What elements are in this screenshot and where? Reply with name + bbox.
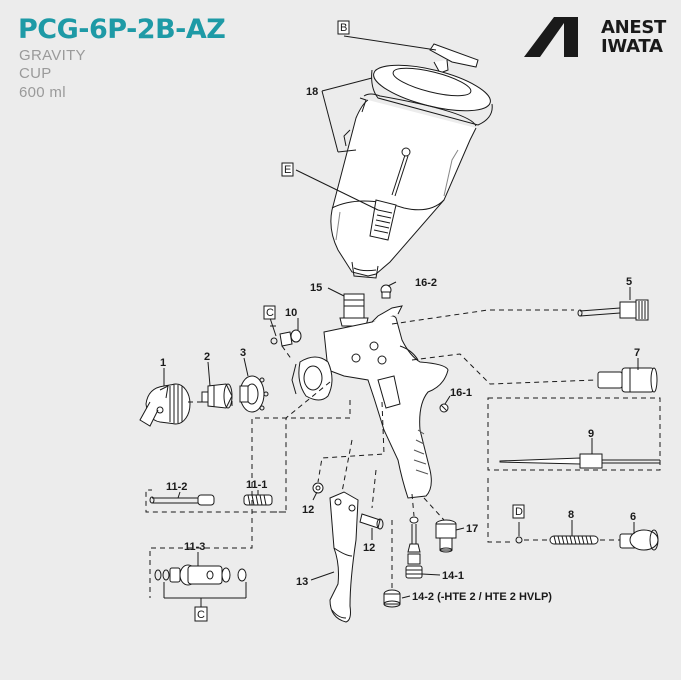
part-1-air-cap: [139, 383, 191, 427]
part-2-fluid-nozzle: [201, 383, 233, 409]
label-12-b: 12: [363, 542, 375, 554]
brand-line1: ANEST: [601, 17, 667, 38]
cup-capacity: 600 ml: [19, 84, 66, 101]
part-11-1-spring: [243, 494, 273, 506]
part-9-fluid-needle: [499, 453, 660, 469]
part-12-nut: [312, 482, 324, 494]
cup-filter-part: [369, 147, 411, 241]
cup-lid-part: [371, 43, 493, 126]
label-18: 18: [306, 86, 318, 98]
gun-body-part: [291, 305, 449, 499]
label-17: 17: [466, 523, 478, 535]
label-3: 3: [240, 347, 246, 359]
label-2: 2: [204, 351, 210, 363]
leader-lines: [163, 35, 639, 608]
label-14-2: 14-2 (-HTE 2 / HTE 2 HVLP): [412, 591, 552, 603]
label-11-1: 11-1: [246, 479, 267, 491]
part-6-knob: [619, 529, 659, 551]
assembly-dashed-lines: [145, 309, 661, 598]
part-11-3-valve: [154, 564, 247, 586]
part-5-fluid-adjust: [577, 299, 649, 321]
marker-b: B: [340, 22, 347, 34]
marker-c-top: C: [266, 307, 274, 319]
paint-cup-part: [330, 93, 477, 279]
label-1: 1: [160, 357, 166, 369]
part-10-packing: [270, 329, 302, 347]
marker-e: E: [284, 164, 291, 176]
part-12-pin: [359, 513, 384, 530]
cup-adaptor-part: [339, 293, 369, 327]
label-11-3: 11-3: [184, 541, 205, 553]
marker-c-bottom: C: [197, 609, 205, 621]
part-16-1: [439, 403, 449, 413]
marker-d: D: [515, 506, 523, 518]
part-d-oring: [515, 522, 523, 544]
label-14-1: 14-1: [442, 570, 464, 582]
label-8: 8: [568, 509, 574, 521]
label-16-2: 16-2: [415, 277, 437, 289]
feed-type-line2: CUP: [19, 65, 52, 82]
part-14-2-valve: [383, 589, 401, 608]
label-11-2: 11-2: [166, 481, 187, 493]
label-9: 9: [588, 428, 594, 440]
model-title: PCG-6P-2B-AZ: [18, 14, 226, 45]
label-6: 6: [630, 511, 636, 523]
part-17-air-joint: [435, 519, 457, 553]
part-11-2-shaft: [149, 494, 215, 506]
label-12-a: 12: [302, 504, 314, 516]
label-16-1: 16-1: [450, 387, 472, 399]
feed-type-line1: GRAVITY: [19, 47, 86, 64]
part-3-baffle: [239, 375, 269, 413]
part-14-1-valve: [405, 516, 423, 579]
part-16-2: [380, 284, 392, 299]
label-10: 10: [285, 307, 297, 319]
brand-line2: IWATA: [601, 36, 663, 57]
brand-mark-icon: [524, 17, 578, 57]
label-5: 5: [626, 276, 632, 288]
part-7-air-valve: [597, 367, 658, 393]
label-13: 13: [296, 576, 308, 588]
part-8-spring: [549, 535, 599, 545]
label-15: 15: [310, 282, 322, 294]
label-7: 7: [634, 347, 640, 359]
part-13-trigger: [329, 491, 359, 623]
